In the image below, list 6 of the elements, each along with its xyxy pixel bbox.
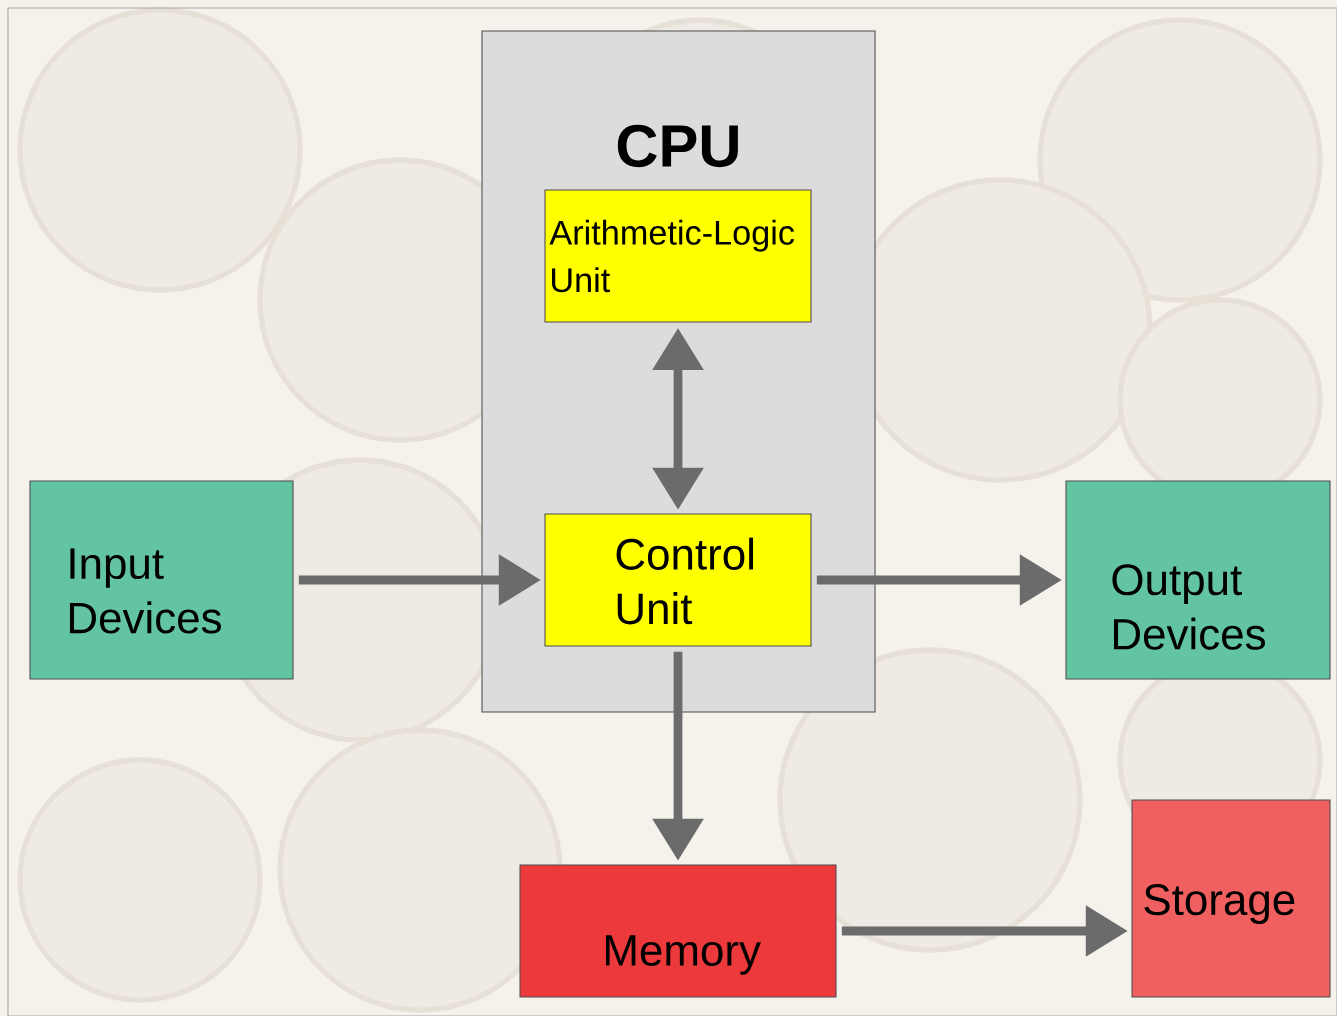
memory-box: Memory <box>519 864 837 998</box>
device-box: Input Devices <box>29 480 294 680</box>
storage-box: Storage <box>1131 799 1331 998</box>
unit-box: Arithmetic-Logic Unit <box>544 189 812 323</box>
device-box: Output Devices <box>1065 480 1331 680</box>
unit-box: Control Unit <box>544 513 812 647</box>
